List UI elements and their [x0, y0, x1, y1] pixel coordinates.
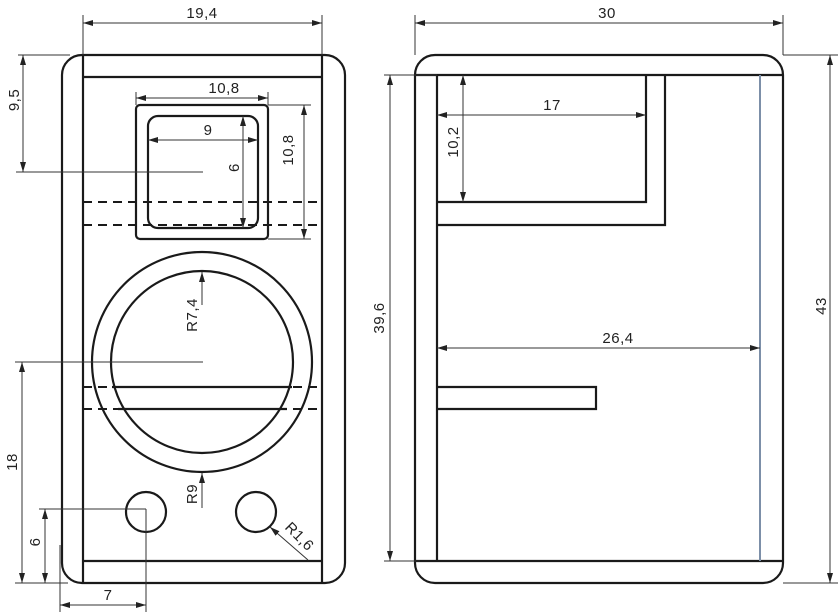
side-view: 30 17 10,2 26,4 39,6 43 — [371, 5, 838, 585]
dim-window-center-from-top: 9,5 — [6, 89, 23, 111]
dim-inner-height: 39,6 — [371, 302, 388, 333]
dim-window-outer-width: 10,8 — [208, 80, 239, 97]
mounting-hole-right — [234, 490, 278, 534]
dim-window-inner-height: 9 — [225, 164, 242, 173]
front-outer-body — [60, 53, 347, 585]
dim-side-overall-height: 43 — [813, 297, 830, 315]
dim-hole-center-from-bottom: 6 — [27, 538, 44, 547]
dim-compartment-height: 10,2 — [445, 126, 462, 157]
dim-outer-radius: R9 — [184, 484, 201, 504]
dim-inner-width: 26,4 — [602, 330, 633, 347]
dim-inner-radius: R7,4 — [184, 298, 201, 332]
dim-hole-radius: R1,6 — [281, 519, 317, 555]
side-outer-body — [413, 53, 785, 585]
dim-overall-width: 19,4 — [186, 5, 217, 22]
front-view: 19,4 10,8 9 9 10,8 9,5 R7,4 R9 18 6 7 R1… — [4, 5, 347, 612]
compartment-inner — [437, 75, 648, 204]
dim-side-overall-width: 30 — [598, 5, 616, 22]
dim-window-inner-width: 9 — [204, 122, 213, 139]
dim-circle-center-from-bottom: 18 — [4, 453, 21, 471]
dim-hole-center-from-left: 7 — [104, 587, 113, 604]
shelf-slot — [437, 385, 598, 411]
compartment-outer — [437, 75, 667, 227]
dim-window-outer-height: 10,8 — [280, 134, 297, 165]
dim-compartment-width: 17 — [543, 97, 561, 114]
leader-hole-radius — [269, 526, 309, 561]
